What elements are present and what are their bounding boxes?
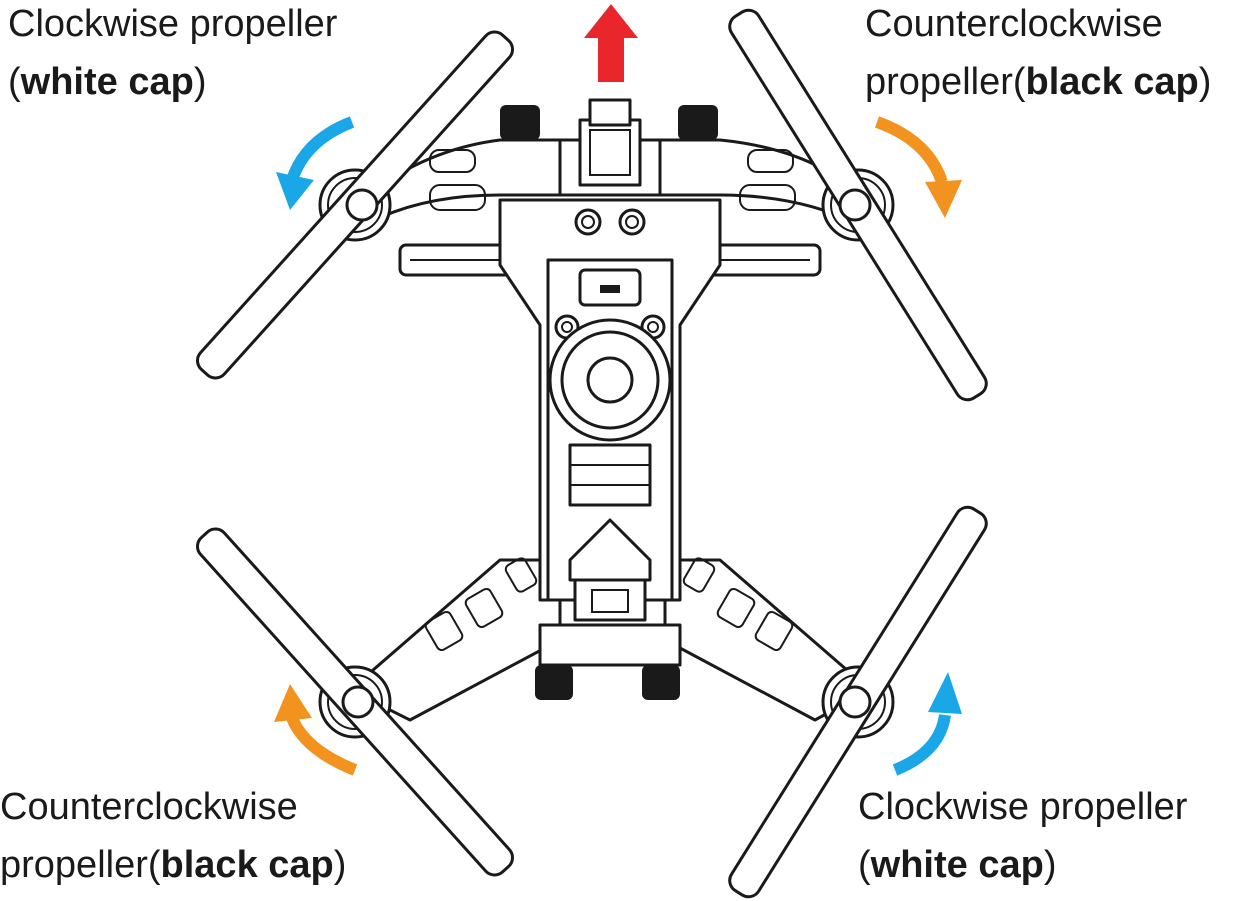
label-top-left-line2: (white cap) [8,61,207,103]
label-bottom-right-line2: (white cap) [858,844,1057,886]
prop-caps [341,188,872,719]
label-top-right-line1: Counterclockwise [865,3,1163,45]
label-top-left: Clockwise propeller (white cap) [8,0,337,111]
label-bottom-right: Clockwise propeller (white cap) [858,778,1187,894]
label-top-right-line2: propeller(black cap) [865,61,1212,103]
label-top-left-line1: Clockwise propeller [8,3,338,45]
label-bottom-left-line2: propeller(black cap) [0,844,347,886]
label-bottom-left: Counterclockwise propeller(black cap) [0,778,346,894]
central-body [498,98,722,700]
rotation-arrow-icon [274,116,962,776]
forward-arrow-icon [584,4,638,82]
label-bottom-right-line1: Clockwise propeller [858,786,1188,828]
label-bottom-left-line1: Counterclockwise [0,786,298,828]
label-top-right: Counterclockwise propeller(black cap) [865,0,1211,111]
